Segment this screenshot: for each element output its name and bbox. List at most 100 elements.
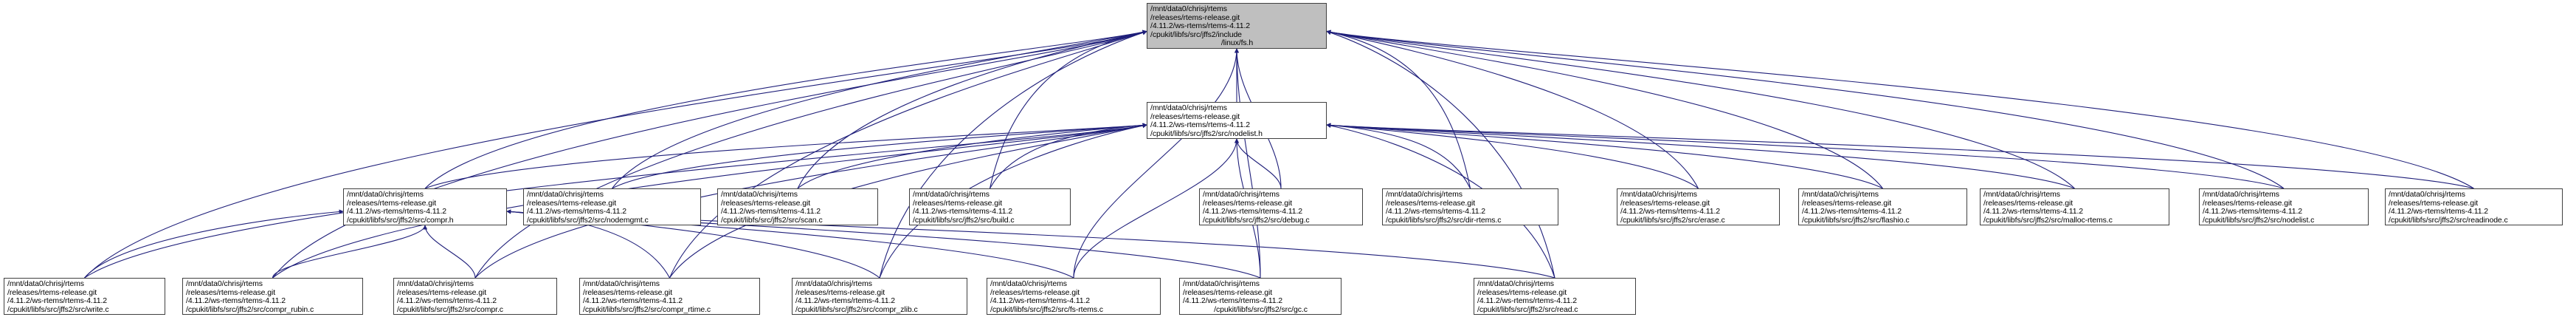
node-path-line: /mnt/data0/chrisj/rtems [1477, 279, 1554, 288]
graph-node-compr_rtime_c[interactable]: /mnt/data0/chrisj/rtems/releases/rtems-r… [579, 278, 760, 315]
dependency-edge [272, 225, 427, 279]
node-path-line: /cpukit/libfs/src/jffs2/src/dir-rtems.c [1386, 215, 1502, 225]
node-path-line: /cpukit/libfs/src/jffs2/src/debug.c [1203, 215, 1310, 225]
graph-node-malloc_rtems_c[interactable]: /mnt/data0/chrisj/rtems/releases/rtems-r… [1980, 188, 2169, 225]
dependency-edge [1326, 123, 2075, 189]
node-path-line: /linux/fs.h [1220, 38, 1254, 48]
dependency-edge [797, 123, 1147, 189]
node-path-line: /mnt/data0/chrisj/rtems [1150, 4, 1227, 13]
node-path-line: /cpukit/libfs/src/jffs2/src/readinode.c [2389, 215, 2508, 225]
node-path-line: /releases/rtems-release.git [795, 287, 885, 297]
graph-node-write_c[interactable]: /mnt/data0/chrisj/rtems/releases/rtems-r… [4, 278, 165, 315]
dependency-edge [474, 30, 1147, 279]
node-path-line: /releases/rtems-release.git [1150, 13, 1240, 22]
node-path-line: /cpukit/libfs/src/jffs2/src/flashio.c [1802, 215, 1910, 225]
node-path-line: /4.11.2/ws-rtems/rtems-4.11.2 [1183, 296, 1283, 306]
graph-node-readinode_c[interactable]: /mnt/data0/chrisj/rtems/releases/rtems-r… [2385, 188, 2563, 225]
dependency-edge [612, 123, 1147, 189]
node-path-line: /cpukit/libfs/src/jffs2/src/erase.c [1620, 215, 1725, 225]
node-path-line: /cpukit/libfs/src/jffs2/src/compr_rtime.… [583, 304, 711, 314]
graph-node-flashio_c[interactable]: /mnt/data0/chrisj/rtems/releases/rtems-r… [1798, 188, 1967, 225]
node-path-line: /mnt/data0/chrisj/rtems [1203, 190, 1280, 199]
node-path-line: /mnt/data0/chrisj/rtems [397, 279, 474, 288]
node-path-line: /mnt/data0/chrisj/rtems [1802, 190, 1879, 199]
graph-node-compr_c[interactable]: /mnt/data0/chrisj/rtems/releases/rtems-r… [393, 278, 557, 315]
node-path-line: /cpukit/libfs/src/jffs2/src/compr.h [347, 215, 454, 225]
node-path-line: /4.11.2/ws-rtems/rtems-4.11.2 [583, 296, 683, 306]
node-path-line: /releases/rtems-release.git [2389, 198, 2479, 208]
node-path-line: /mnt/data0/chrisj/rtems [1620, 190, 1697, 199]
graph-node-build_c[interactable]: /mnt/data0/chrisj/rtems/releases/rtems-r… [909, 188, 1071, 225]
graph-node-nodelist_c[interactable]: /mnt/data0/chrisj/rtems/releases/rtems-r… [2199, 188, 2369, 225]
graph-node-compr_zlib_c[interactable]: /mnt/data0/chrisj/rtems/releases/rtems-r… [792, 278, 967, 315]
node-path-line: /releases/rtems-release.git [1802, 198, 1892, 208]
node-path-line: /cpukit/libfs/src/jffs2/src/read.c [1477, 304, 1578, 314]
dependency-edge [422, 225, 476, 279]
graph-node-compr_h[interactable]: /mnt/data0/chrisj/rtems/releases/rtems-r… [343, 188, 507, 225]
node-path-line: /mnt/data0/chrisj/rtems [1183, 279, 1260, 288]
node-path-line: /cpukit/libfs/src/jffs2/src/write.c [7, 304, 109, 314]
node-path-line: /4.11.2/ws-rtems/rtems-4.11.2 [7, 296, 108, 306]
node-path-line: /cpukit/libfs/src/jffs2/src/compr.c [397, 304, 503, 314]
dependency-edge [424, 30, 1147, 189]
node-path-line: /mnt/data0/chrisj/rtems [2203, 190, 2279, 199]
node-path-line: /4.11.2/ws-rtems/rtems-4.11.2 [1802, 207, 1902, 217]
graph-node-fs_rtems_c[interactable]: /mnt/data0/chrisj/rtems/releases/rtems-r… [987, 278, 1161, 315]
node-path-line: /releases/rtems-release.git [397, 287, 487, 297]
dependency-edge [1326, 30, 2075, 189]
node-path-line: /cpukit/libfs/src/jffs2/src/fs-rtems.c [990, 304, 1103, 314]
graph-node-gc_c[interactable]: /mnt/data0/chrisj/rtems/releases/rtems-r… [1179, 278, 1341, 315]
dependency-edge [272, 30, 1147, 279]
node-path-line: /4.11.2/ws-rtems/rtems-4.11.2 [1983, 207, 2084, 217]
node-path-line: /releases/rtems-release.git [2203, 198, 2293, 208]
graph-node-nodelist_h[interactable]: /mnt/data0/chrisj/rtems/releases/rtems-r… [1147, 102, 1327, 139]
dependency-edge [797, 30, 1147, 189]
dependency-edge [1234, 138, 1282, 189]
node-path-line: /mnt/data0/chrisj/rtems [990, 279, 1067, 288]
dependency-edge [1326, 30, 1471, 189]
dependency-edge [612, 30, 1147, 189]
node-path-line: /cpukit/libfs/src/jffs2/src/compr_zlib.c [795, 304, 918, 314]
node-path-line: /mnt/data0/chrisj/rtems [347, 190, 424, 199]
node-path-line: /4.11.2/ws-rtems/rtems-4.11.2 [795, 296, 896, 306]
node-path-line: /mnt/data0/chrisj/rtems [795, 279, 872, 288]
node-path-line: /cpukit/libfs/src/jffs2/src/nodelist.c [2203, 215, 2315, 225]
node-path-line: /4.11.2/ws-rtems/rtems-4.11.2 [1150, 21, 1251, 31]
node-path-line: /releases/rtems-release.git [186, 287, 276, 297]
dependency-edge [1326, 123, 1883, 189]
node-path-line: /4.11.2/ws-rtems/rtems-4.11.2 [2389, 207, 2489, 217]
node-path-line: /mnt/data0/chrisj/rtems [1150, 103, 1227, 112]
graph-node-dir_rtems_c[interactable]: /mnt/data0/chrisj/rtems/releases/rtems-r… [1382, 188, 1558, 225]
node-path-line: /mnt/data0/chrisj/rtems [2389, 190, 2465, 199]
node-path-line: /4.11.2/ws-rtems/rtems-4.11.2 [186, 296, 286, 306]
node-path-line: /cpukit/libfs/src/jffs2/src/malloc-rtems… [1983, 215, 2113, 225]
graph-node-debug_c[interactable]: /mnt/data0/chrisj/rtems/releases/rtems-r… [1199, 188, 1363, 225]
graph-node-nodemgmt_c[interactable]: /mnt/data0/chrisj/rtems/releases/rtems-r… [523, 188, 701, 225]
dependency-edge [1326, 30, 1555, 279]
dependency-edge [1326, 30, 2285, 189]
node-path-line: /mnt/data0/chrisj/rtems [583, 279, 660, 288]
dependency-edge [1326, 123, 1471, 189]
node-path-line: /cpukit/libfs/src/jffs2/src/build.c [913, 215, 1015, 225]
dependency-edge [84, 30, 1147, 279]
graph-node-scan_c[interactable]: /mnt/data0/chrisj/rtems/releases/rtems-r… [717, 188, 878, 225]
node-path-line: /releases/rtems-release.git [7, 287, 97, 297]
node-path-line: /4.11.2/ws-rtems/rtems-4.11.2 [1477, 296, 1578, 306]
node-path-line: /releases/rtems-release.git [583, 287, 673, 297]
node-path-line: /releases/rtems-release.git [1477, 287, 1567, 297]
dependency-edge [1234, 48, 1261, 279]
graph-node-compr_rubin_c[interactable]: /mnt/data0/chrisj/rtems/releases/rtems-r… [182, 278, 363, 315]
graph-node-erase_c[interactable]: /mnt/data0/chrisj/rtems/releases/rtems-r… [1617, 188, 1780, 225]
dependency-edge [990, 123, 1147, 189]
node-path-line: /mnt/data0/chrisj/rtems [1386, 190, 1463, 199]
node-path-line: /cpukit/libfs/src/jffs2/src/gc.c [1214, 304, 1308, 314]
graph-node-read_c[interactable]: /mnt/data0/chrisj/rtems/releases/rtems-r… [1474, 278, 1636, 315]
node-path-line: /mnt/data0/chrisj/rtems [7, 279, 84, 288]
node-path-line: /4.11.2/ws-rtems/rtems-4.11.2 [1620, 207, 1721, 217]
node-path-line: /4.11.2/ws-rtems/rtems-4.11.2 [2203, 207, 2303, 217]
dependency-edge [1326, 123, 1699, 189]
graph-node-fs_h[interactable]: /mnt/data0/chrisj/rtems/releases/rtems-r… [1147, 3, 1327, 49]
node-path-line: /4.11.2/ws-rtems/rtems-4.11.2 [990, 296, 1091, 306]
node-path-line: /releases/rtems-release.git [1183, 287, 1273, 297]
